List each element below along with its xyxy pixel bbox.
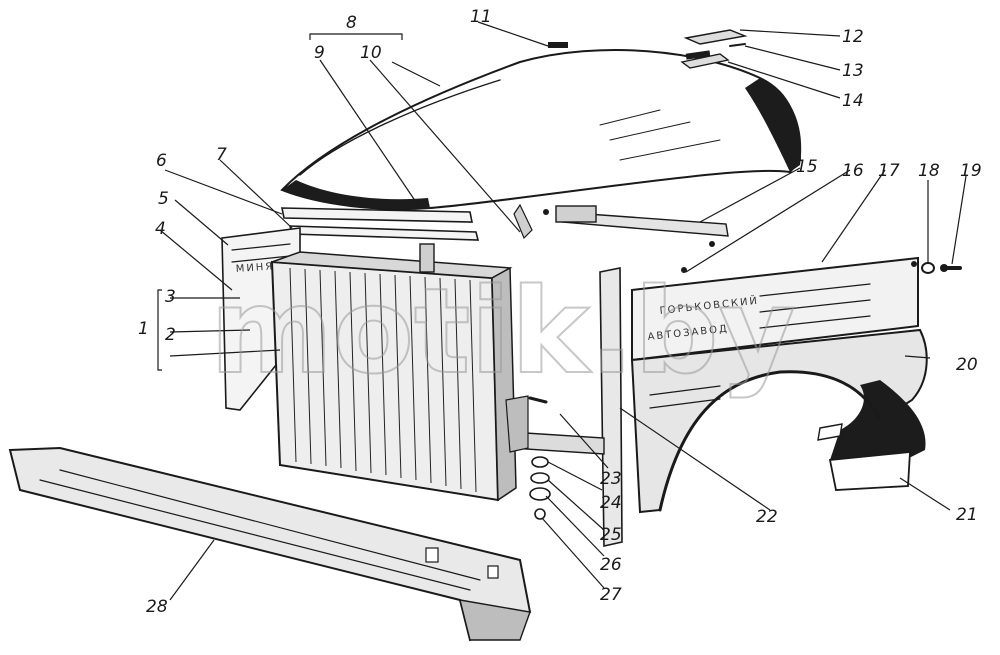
part-label-9: 9 xyxy=(314,43,325,63)
part-label-21: 21 xyxy=(956,505,978,525)
hood-latch-rod xyxy=(513,203,729,247)
part-label-10: 10 xyxy=(360,43,382,63)
front-fender: ГОРЬКОВСКИЙ АВТОЗАВОД xyxy=(630,256,928,514)
part-label-27: 27 xyxy=(600,585,622,605)
part-label-6: 6 xyxy=(156,151,167,171)
part-number-labels: 1 2 3 4 5 6 7 8 9 10 11 12 13 14 15 16 1… xyxy=(138,7,982,617)
part-label-8: 8 xyxy=(346,13,357,33)
part-label-20: 20 xyxy=(956,355,978,375)
part-label-15: 15 xyxy=(796,157,818,177)
part-label-25: 25 xyxy=(600,525,622,545)
part-label-11: 11 xyxy=(470,7,492,27)
fender-bracket xyxy=(505,267,623,547)
part-label-7: 7 xyxy=(216,145,227,165)
hood-hinge-rear xyxy=(685,50,711,60)
part-label-1: 1 xyxy=(138,319,149,339)
part-label-12: 12 xyxy=(842,27,864,47)
radiator-grille xyxy=(270,243,517,502)
part-label-17: 17 xyxy=(878,161,900,181)
part-label-24: 24 xyxy=(600,493,622,513)
part-label-26: 26 xyxy=(600,555,622,575)
part-label-4: 4 xyxy=(155,219,166,239)
part-label-28: 28 xyxy=(146,597,168,617)
fasteners-18-19 xyxy=(921,262,962,274)
watermark: motik.by xyxy=(210,262,796,400)
hood-support-strips xyxy=(281,207,480,241)
hood-hinge-front xyxy=(548,42,568,48)
hood-panel xyxy=(280,42,802,211)
part-label-2: 2 xyxy=(165,325,176,345)
part-label-13: 13 xyxy=(842,61,864,81)
part-label-5: 5 xyxy=(158,189,169,209)
part-label-14: 14 xyxy=(842,91,864,111)
hinge-parts xyxy=(680,29,748,69)
part-label-22: 22 xyxy=(756,507,778,527)
part-label-23: 23 xyxy=(600,469,622,489)
splash-pan xyxy=(8,446,532,642)
part-label-3: 3 xyxy=(165,287,176,307)
part-label-18: 18 xyxy=(918,161,940,181)
part-label-19: 19 xyxy=(960,161,982,181)
leader-lines xyxy=(157,21,967,601)
washer-stack xyxy=(528,396,551,520)
part-label-16: 16 xyxy=(842,161,864,181)
svg-text:МИНЯ: МИНЯ xyxy=(235,261,274,275)
